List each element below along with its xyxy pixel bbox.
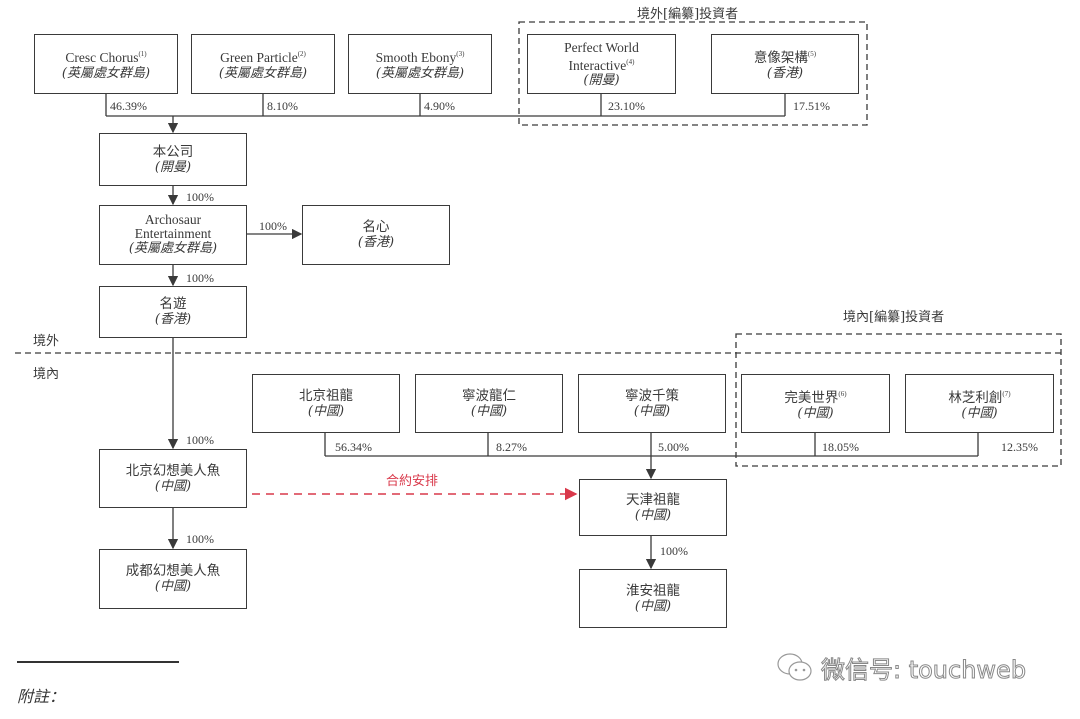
overseas-investor-group (518, 21, 868, 126)
watermark-text: 微信号: touchweb (820, 656, 1027, 685)
entity-name: 名遊 (159, 296, 187, 311)
entity-location: (中國) (470, 403, 508, 419)
entity-name: 北京祖龍 (299, 387, 353, 403)
watermark: 微信号: touchweb (775, 650, 1027, 685)
shareholder-ningbo-qiance: 寧波千策 (中國) (578, 374, 726, 433)
pct-chengdu-mermaid: 100% (186, 532, 214, 546)
entity-name: 本公司 (152, 143, 194, 159)
footnote-ref: (7) (1002, 389, 1011, 398)
footnote-ref: (4) (626, 57, 635, 66)
entity-location: (中國) (307, 403, 345, 419)
pct-cresc-chorus: 46.39% (110, 99, 147, 113)
pct-beijing-mermaid: 100% (186, 433, 214, 447)
entity-location: (香港) (766, 66, 804, 81)
chengdu-mermaid-box: 成都幻想美人魚 (中國) (99, 549, 247, 609)
entity-location: (英屬處女群島) (61, 66, 151, 81)
entity-name: 北京幻想美人魚 (125, 462, 221, 478)
wechat-icon (777, 652, 812, 681)
entity-name: Perfect World Interactive (564, 39, 639, 73)
pct-ningbo-qiance: 5.00% (658, 440, 689, 454)
footnote-ref: (6) (838, 389, 847, 398)
mingxin-box: 名心 (香港) (302, 205, 450, 265)
entity-name: 天津祖龍 (626, 491, 680, 507)
pct-huaian: 100% (660, 544, 688, 558)
entity-name: 淮安祖龍 (626, 582, 680, 598)
pct-mingyou: 100% (186, 271, 214, 285)
entity-location: (香港) (154, 312, 192, 327)
entity-location: (英屬處女群島) (128, 241, 218, 256)
shareholder-ningbo-longren: 寧波龍仁 (中國) (415, 374, 563, 433)
entity-location: (中國) (797, 405, 834, 421)
entity-name: 成都幻想美人魚 (125, 563, 221, 578)
domestic-investor-group (735, 333, 1062, 467)
entity-name: 完美世界 (784, 389, 839, 405)
entity-location: (中國) (633, 403, 671, 419)
pct-linzhi-lichuang: 12.35% (1001, 440, 1038, 454)
entity-location: (英屬處女群島) (218, 66, 308, 81)
footnote-ref: (1) (138, 50, 147, 58)
contract-arrangement-label: 合約安排 (386, 474, 439, 489)
entity-location: (中國) (634, 507, 672, 523)
company-box: 本公司 (開曼) (99, 133, 247, 186)
pct-wanmei-shijie: 18.05% (822, 440, 859, 454)
footnote-ref: (2) (297, 50, 306, 58)
shareholder-perfect-world-interactive: Perfect World Interactive(4) (開曼) (527, 34, 676, 94)
shareholder-wanmei-shijie: 完美世界(6) (中國) (741, 374, 890, 433)
domestic-region-label: 境內 (33, 367, 60, 382)
pct-beijing-zulong: 56.34% (335, 440, 372, 454)
pct-ningbo-longren: 8.27% (496, 440, 527, 454)
entity-location: (英屬處女群島) (375, 66, 465, 81)
overseas-investors-label: 境外[編纂]投資者 (637, 7, 739, 22)
shareholder-linzhi-lichuang: 林芝利創(7) (中國) (905, 374, 1054, 433)
entity-location: (香港) (357, 235, 395, 250)
entity-name: 意像架構 (753, 50, 808, 65)
shareholder-green-particle: Green Particle(2) (英屬處女群島) (191, 34, 335, 94)
pct-archosaur: 100% (186, 190, 214, 204)
entity-name: 名心 (362, 219, 390, 234)
tianjin-zulong-box: 天津祖龍 (中國) (579, 479, 727, 536)
footnote-ref: (5) (807, 50, 817, 58)
pct-smooth-ebony: 4.90% (424, 99, 455, 113)
pct-perfect-world-interactive: 23.10% (608, 99, 645, 113)
entity-name: Green Particle (220, 50, 298, 65)
pct-mingxin: 100% (259, 219, 287, 233)
entity-name: Cresc Chorus (65, 50, 139, 65)
entity-location: (中國) (961, 405, 998, 421)
shareholder-beijing-zulong: 北京祖龍 (中國) (252, 374, 400, 433)
entity-name: Smooth Ebony (375, 50, 457, 65)
mingyou-box: 名遊 (香港) (99, 286, 247, 338)
entity-location: (開曼) (154, 159, 192, 175)
entity-name: 林芝利創 (948, 389, 1003, 405)
footnote-label: 附註： (17, 687, 66, 706)
entity-location: (中國) (154, 579, 192, 594)
beijing-mermaid-box: 北京幻想美人魚 (中國) (99, 449, 247, 508)
entity-location: (開曼) (583, 72, 620, 88)
footnote-rule (17, 661, 179, 663)
entity-name: Archosaur Entertainment (134, 212, 212, 241)
footnote-ref: (3) (456, 50, 465, 58)
pct-green-particle: 8.10% (267, 99, 298, 113)
shareholder-yixiang-jiagou: 意像架構(5) (香港) (711, 34, 859, 94)
shareholder-smooth-ebony: Smooth Ebony(3) (英屬處女群島) (348, 34, 492, 94)
overseas-region-label: 境外 (33, 334, 60, 349)
entity-location: (中國) (154, 478, 192, 494)
huaian-zulong-box: 淮安祖龍 (中國) (579, 569, 727, 628)
pct-yixiang-jiagou: 17.51% (793, 99, 830, 113)
archosaur-entertainment-box: Archosaur Entertainment (英屬處女群島) (99, 205, 247, 265)
domestic-investors-label: 境內[編纂]投資者 (843, 310, 945, 325)
entity-name: 寧波千策 (625, 387, 679, 403)
entity-name: 寧波龍仁 (462, 387, 516, 403)
shareholder-cresc-chorus: Cresc Chorus(1) (英屬處女群島) (34, 34, 178, 94)
entity-location: (中國) (634, 598, 672, 614)
